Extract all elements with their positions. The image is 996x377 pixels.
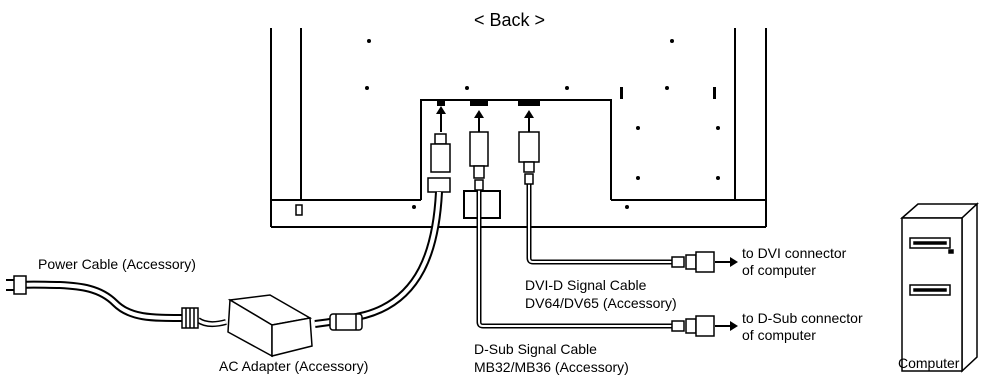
dsub-cable <box>476 190 672 329</box>
power-plug-monitor <box>427 133 451 193</box>
dvi-connector-monitor <box>518 131 540 185</box>
ac-adapter-label: AC Adapter (Accessory) <box>219 358 369 374</box>
to-dsub-label-line1: to D-Sub connector <box>742 310 863 326</box>
dvi-cable-label-line1: DVI-D Signal Cable <box>525 277 647 293</box>
port-slots <box>437 101 540 106</box>
power-cable-label: Power Cable (Accessory) <box>38 256 196 272</box>
dsub-connector-monitor <box>469 131 489 191</box>
power-cable <box>21 280 227 328</box>
to-dvi-label-line1: to DVI connector <box>742 245 847 261</box>
dsub-arrow <box>715 321 738 331</box>
ac-adapter <box>227 294 313 358</box>
dvi-arrow <box>715 257 738 267</box>
dvi-cable-label-line2: DV64/DV65 (Accessory) <box>525 295 677 311</box>
monitor-screws <box>295 39 720 216</box>
view-title: < Back > <box>474 10 546 30</box>
monitor-back <box>270 28 767 228</box>
port-arrows <box>436 106 534 132</box>
to-dvi-label-line2: of computer <box>742 262 816 278</box>
dvi-connector-computer <box>671 251 715 273</box>
power-cable-connector <box>181 307 199 329</box>
ferrite-core <box>329 313 363 331</box>
dsub-cable-label-line1: D-Sub Signal Cable <box>474 341 597 357</box>
adapter-dc-cable <box>314 191 443 328</box>
computer-label: Computer <box>898 355 960 371</box>
dsub-connector-computer <box>671 315 715 337</box>
dsub-cable-label-line2: MB32/MB36 (Accessory) <box>474 359 629 375</box>
to-dsub-label-line2: of computer <box>742 327 816 343</box>
computer-icon <box>900 202 979 373</box>
wall-plug <box>6 275 27 295</box>
dvi-cable <box>526 184 672 265</box>
